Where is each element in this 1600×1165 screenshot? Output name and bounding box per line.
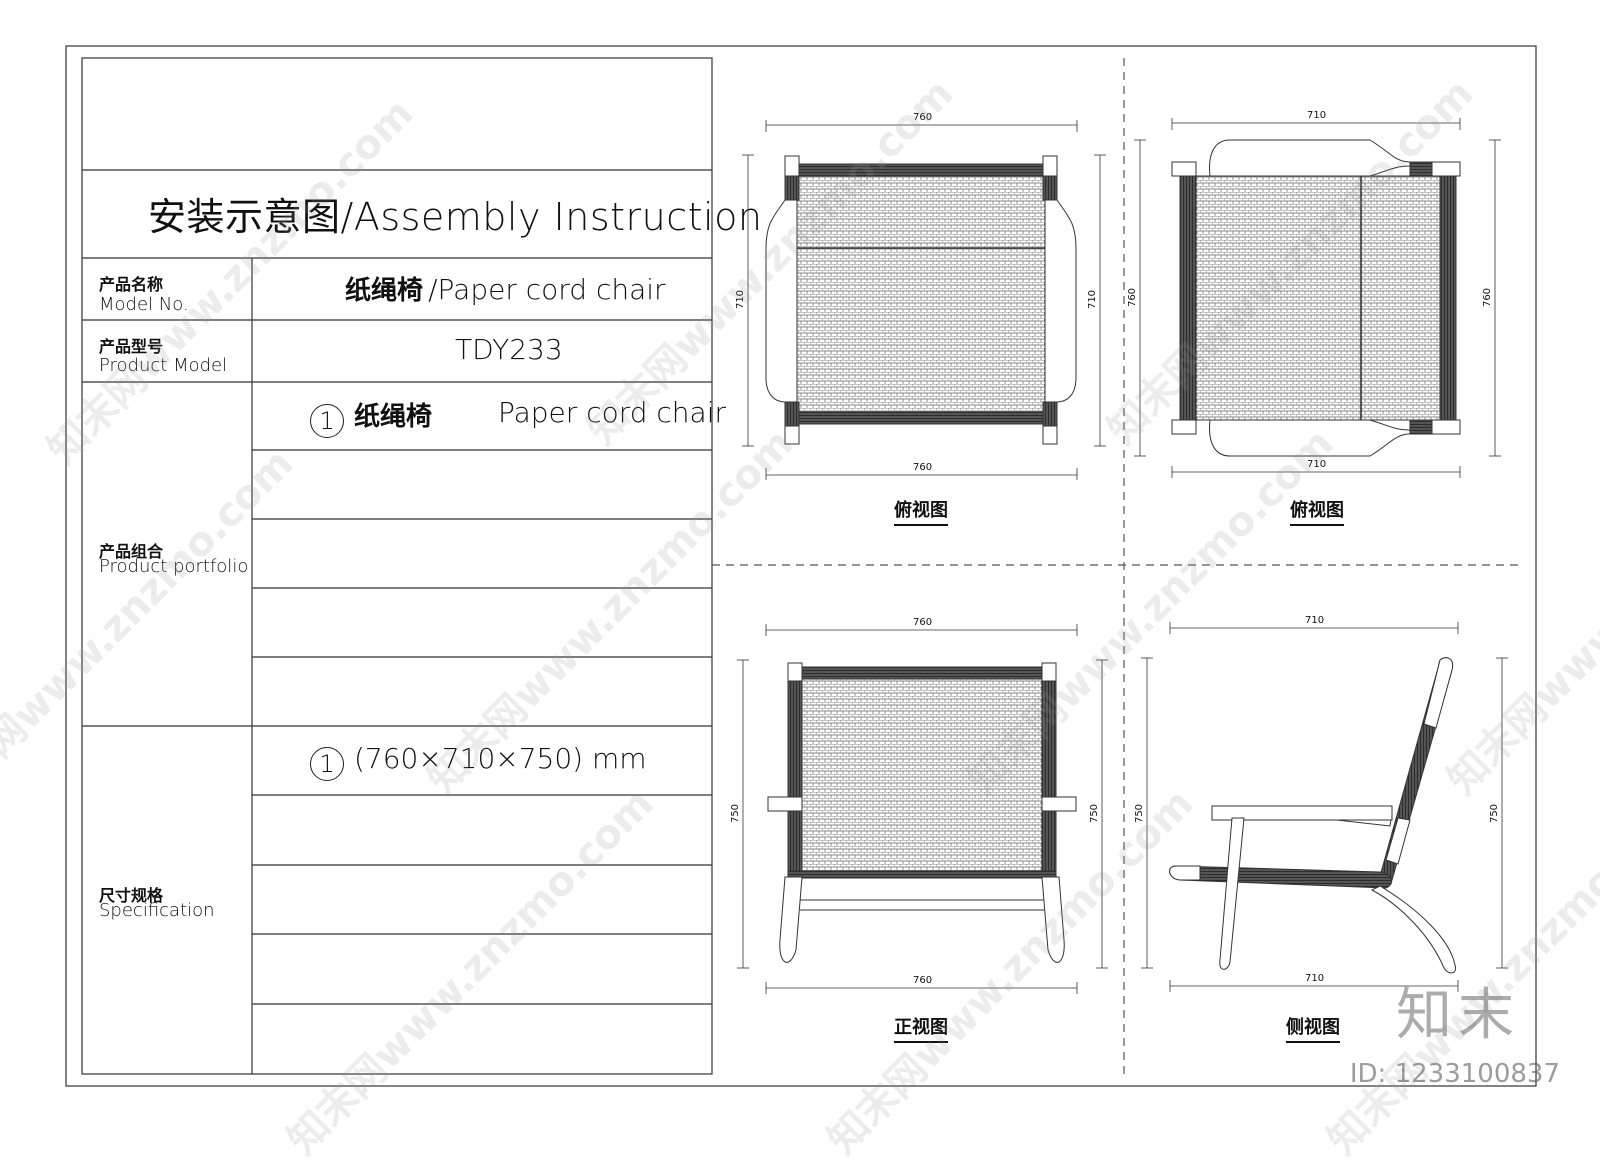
spec-item-value: (760×710×750) mm <box>354 742 647 775</box>
dim-front-bottom: 760 <box>913 975 933 986</box>
title-cn: 安装示意图 <box>148 195 341 239</box>
top-view-left <box>765 155 1077 445</box>
dim-side-bottom: 710 <box>1305 973 1325 984</box>
dim-tl-bottom: 760 <box>913 462 933 473</box>
caption-front-view: 正视图 <box>894 1013 948 1043</box>
drawing-sheet <box>65 45 1537 1087</box>
caption-side-view: 侧视图 <box>1286 1013 1340 1043</box>
outer-frame <box>65 45 1537 1087</box>
watermark-logo: 知末 <box>1396 983 1520 1048</box>
caption-top-view-left: 俯视图 <box>894 496 948 526</box>
product-model-value: TDY233 <box>455 333 563 366</box>
title-en: /Assembly Instruction <box>340 195 763 239</box>
dim-side-right: 750 <box>1489 803 1501 824</box>
spec-label-cn: 尺寸规格 <box>99 886 164 905</box>
dim-front-right: 750 <box>1089 803 1101 824</box>
info-table <box>81 57 713 1075</box>
spec-item-number: 1 <box>310 746 344 781</box>
portfolio-item-cn: 纸绳椅 <box>354 402 433 432</box>
dim-tr-top: 710 <box>1307 110 1327 121</box>
portfolio-item-number: 1 <box>310 403 344 438</box>
dimension-lines <box>737 118 1508 994</box>
dim-tl-right: 710 <box>1087 289 1099 310</box>
portfolio-label-en: Product portfolio <box>99 556 249 577</box>
dim-side-top: 710 <box>1305 615 1325 626</box>
product-model-label-en: Product Model <box>99 355 228 376</box>
spec-label-en: Specification <box>99 900 215 921</box>
dim-tr-bottom: 710 <box>1307 459 1327 470</box>
model-no-label-cn: 产品名称 <box>99 275 164 294</box>
dim-tr-left: 760 <box>1127 287 1139 308</box>
portfolio-item-en: Paper cord chair <box>498 396 727 429</box>
dim-tr-right: 760 <box>1482 287 1494 308</box>
portfolio-item-1: 1 纸绳椅 <box>310 396 432 438</box>
dim-tl-top: 760 <box>913 112 933 123</box>
model-no-label-en: Model No. <box>99 294 189 315</box>
front-view <box>767 662 1077 963</box>
product-model-label-cn: 产品型号 <box>99 337 164 356</box>
dim-front-left: 750 <box>730 803 742 824</box>
model-no-value-en: /Paper cord chair <box>428 273 666 306</box>
spec-item-1: 1 (760×710×750) mm <box>310 742 647 781</box>
portfolio-label-cn: 产品组合 <box>99 542 164 561</box>
watermark-id: ID: 1233100837 <box>1349 1059 1560 1089</box>
caption-top-view-right: 俯视图 <box>1290 496 1344 526</box>
model-no-value-cn: 纸绳椅 <box>345 276 424 306</box>
dim-front-top: 760 <box>913 617 933 628</box>
page-title: 安装示意图/Assembly Instruction <box>148 186 762 241</box>
top-view-right <box>1171 139 1461 457</box>
model-no-value: 纸绳椅 /Paper cord chair <box>345 270 666 307</box>
side-view <box>1169 657 1457 974</box>
